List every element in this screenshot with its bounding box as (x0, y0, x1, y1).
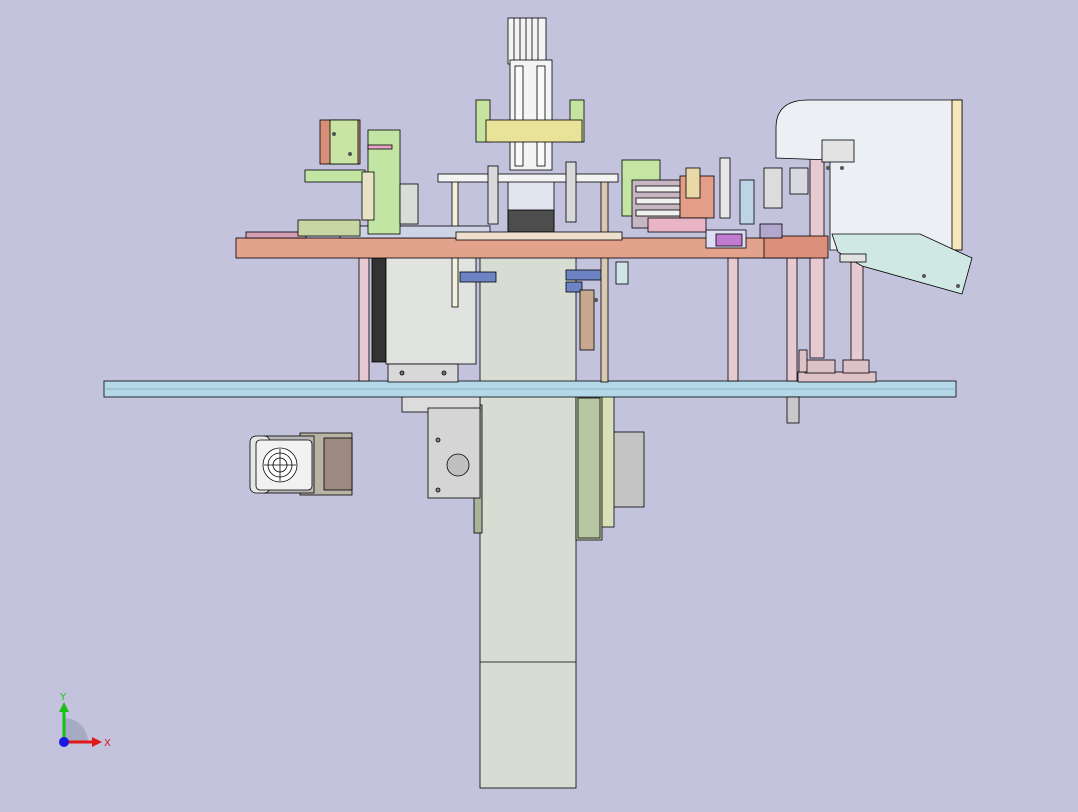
right-center-station (621, 157, 755, 249)
left-motor (249, 432, 353, 496)
foot-pads (786, 349, 877, 424)
turntable (235, 219, 829, 259)
x-axis-label: X (104, 738, 111, 749)
triad-backdrop (64, 718, 88, 742)
lift-frame (455, 161, 623, 241)
main-column (473, 243, 577, 789)
controller-box (371, 255, 477, 383)
x-axis-arrowhead (92, 737, 102, 747)
y-axis-label: Y (59, 692, 67, 703)
lift-head (437, 17, 619, 233)
bolts (332, 132, 960, 302)
lamp-housing (759, 99, 973, 295)
z-axis-dot (59, 737, 69, 747)
right-motor (575, 393, 645, 541)
y-axis-arrowhead (59, 702, 69, 712)
coordinate-triad[interactable]: Y X (59, 692, 111, 749)
left-station (304, 119, 419, 235)
sensor-blocks (459, 269, 603, 293)
gearbox-bracket (401, 391, 481, 499)
base-plate (103, 380, 957, 398)
